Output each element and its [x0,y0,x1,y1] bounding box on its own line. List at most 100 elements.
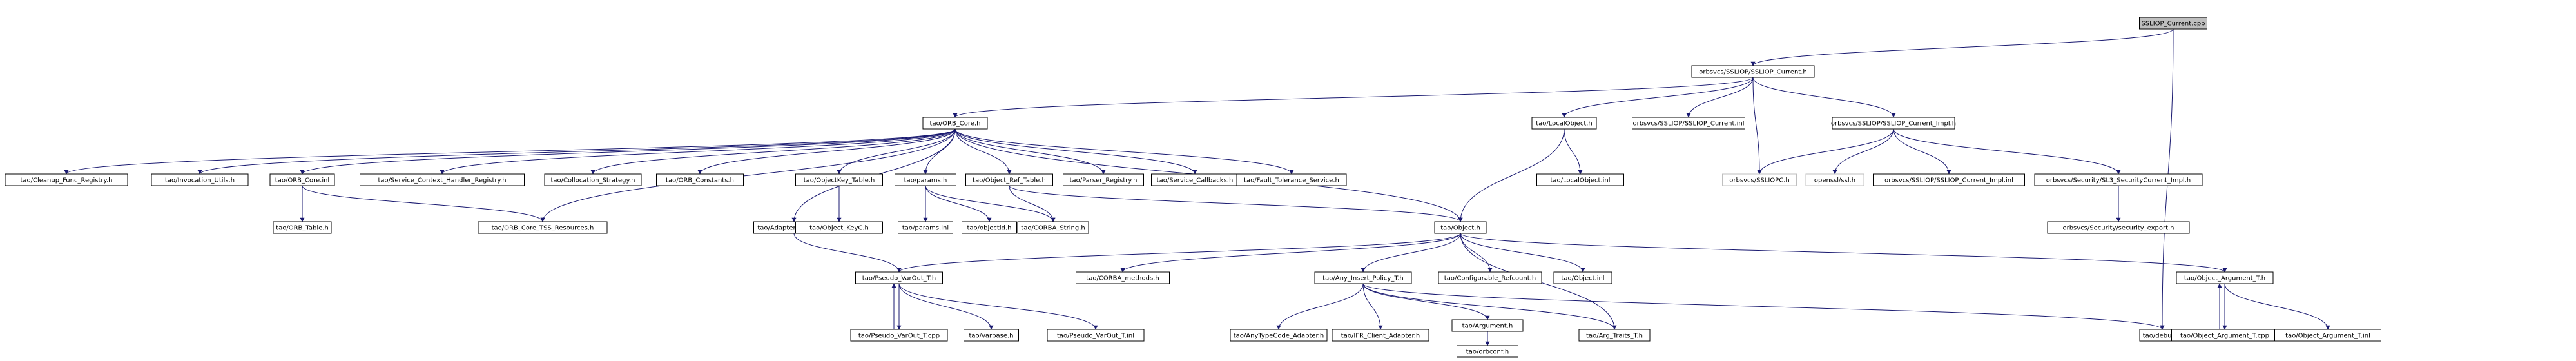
edge-path [1562,77,1754,118]
edge-path [540,128,956,222]
include-node[interactable]: tao/Service_Context_Handler_Registry.h [360,173,525,186]
node-label: tao/ORB_Core.h [930,121,981,128]
node-box [1832,117,1955,130]
include-node[interactable]: tao/ORB_Core.h [922,117,988,130]
edge-path [197,128,956,175]
include-edge [896,233,1461,273]
include-node[interactable]: tao/ORB_Table.h [273,221,332,234]
include-node[interactable]: tao/Argument.h [1451,319,1524,332]
node-label: tao/ORB_Core.inl [275,177,329,184]
include-node: openssl/ssl.h [1805,173,1864,186]
node-label: orbsvcs/SSLIOP/SSLIOP_Current.inl [1632,121,1744,128]
include-node[interactable]: tao/AnyTypeCode_Adapter.h [1230,329,1328,342]
include-node[interactable]: orbsvcs/SSLIOP/SSLIOP_Current.h [1691,65,1815,78]
edge-path [1458,128,1565,222]
node-box [1536,173,1624,186]
include-edge [954,128,1012,175]
include-node[interactable]: tao/Object_Argument_T.inl [2274,329,2381,342]
edge-path [954,128,1012,175]
include-node[interactable]: tao/LocalObject.h [1531,117,1597,130]
include-node[interactable]: tao/Pseudo_VarOut_T.inl [1047,329,1145,342]
include-node[interactable]: tao/LocalObject.inl [1536,173,1624,186]
include-node[interactable]: tao/objectid.h [962,221,1017,234]
include-node[interactable]: tao/ORB_Core.inl [269,173,335,186]
include-node[interactable]: tao/Collocation_Strategy.h [544,173,642,186]
include-node[interactable]: tao/varbase.h [964,329,1019,342]
include-node[interactable]: tao/ORB_Core_TSS_Resources.h [478,221,608,234]
include-node[interactable]: orbsvcs/SSLIOP/SSLIOP_Current.inl [1632,117,1745,130]
edge-path [64,128,956,175]
include-edge [954,128,1197,175]
include-node[interactable]: tao/Object_KeyC.h [795,221,883,234]
node-box [1691,65,1815,78]
include-node[interactable]: tao/Service_Callbacks.h [1151,173,1239,186]
node-box [1451,319,1524,332]
include-node[interactable]: tao/ORB_Constants.h [656,173,744,186]
node-box [1076,271,1170,284]
include-node[interactable]: orbsvcs/Security/security_export.h [2047,221,2190,234]
edge-path [953,77,1754,118]
node-box [895,173,956,186]
include-edge [1750,28,2174,66]
include-node[interactable]: tao/Invocation_Utils.h [151,173,249,186]
include-edge [837,128,956,175]
node-label: tao/varbase.h [969,333,1013,340]
node-label: tao/LocalObject.inl [1550,177,1610,184]
node-label: tao/params.h [904,177,947,184]
include-node[interactable]: tao/CORBA_String.h [1017,221,1089,234]
include-node[interactable]: tao/Parser_Registry.h [1063,173,1144,186]
include-node[interactable]: tao/Cleanup_Func_Registry.h [5,173,128,186]
node-label: openssl/ssl.h [1814,177,1855,184]
node-box [544,173,642,186]
include-edge [1009,185,1463,222]
include-node[interactable]: tao/Object.inl [1553,271,1612,284]
include-node[interactable]: tao/Object_Ref_Table.h [965,173,1053,186]
node-box [1063,173,1144,186]
include-edge [1120,233,1461,273]
node-label: tao/debug.h [2143,333,2182,340]
include-node[interactable]: tao/Fault_Tolerance_Service.h [1236,173,1347,186]
node-label: tao/Argument.h [1462,323,1513,330]
include-node[interactable]: tao/Pseudo_VarOut_T.cpp [850,329,948,342]
edge-path [1361,233,1461,273]
node-box [1457,345,1518,358]
include-edge [1009,185,1056,222]
include-edge [302,185,545,222]
include-node[interactable]: orbsvcs/SSLIOP/SSLIOP_Current_Impl.inl [1873,173,2025,186]
edge-path [925,185,992,222]
node-box [269,173,335,186]
node-box [5,173,128,186]
node-label: tao/Configurable_Refcount.h [1444,275,1536,282]
include-edge [590,128,956,175]
include-node[interactable]: tao/Object.h [1434,221,1487,234]
include-node[interactable]: tao/Configurable_Refcount.h [1438,271,1542,284]
include-edge [1752,77,1896,118]
include-edge [197,128,956,175]
include-node[interactable]: orbsvcs/SSLIOP/SSLIOP_Current_Impl.h [1831,117,1956,130]
include-node[interactable]: tao/Pseudo_VarOut_T.h [855,271,943,284]
include-edge [1564,128,1583,175]
include-node[interactable]: tao/params.h [895,173,956,186]
include-edge [1276,283,1364,330]
node-label: tao/Service_Callbacks.h [1157,177,1234,184]
include-node[interactable]: tao/CORBA_methods.h [1076,271,1170,284]
include-node[interactable]: tao/IFR_Client_Adapter.h [1332,329,1429,342]
include-node[interactable]: tao/Arg_Traits_T.h [1578,329,1651,342]
node-label: tao/Cleanup_Func_Registry.h [20,177,112,184]
include-node[interactable]: tao/Object_Argument_T.cpp [2171,329,2278,342]
include-node[interactable]: tao/params.inl [898,221,953,234]
node-box [965,173,1053,186]
node-label: tao/orbconf.h [1466,349,1509,356]
node-label: SSLIOP_Current.cpp [2141,21,2205,28]
include-node[interactable]: tao/Any_Insert_Policy_T.h [1314,271,1412,284]
node-label: orbsvcs/Security/SL3_SecurityCurrent_Imp… [2046,177,2191,184]
edge-path [1120,233,1461,273]
include-node[interactable]: tao/orbconf.h [1457,345,1518,358]
include-node[interactable]: tao/Object_Argument_T.h [2176,271,2274,284]
include-node[interactable]: orbsvcs/Security/SL3_SecurityCurrent_Imp… [2034,173,2203,186]
include-edge [898,283,994,330]
include-node[interactable]: tao/ObjectKey_Table.h [795,173,883,186]
edge-path [1362,283,1617,330]
include-edge [1362,283,1383,330]
include-edge [1361,233,1461,273]
